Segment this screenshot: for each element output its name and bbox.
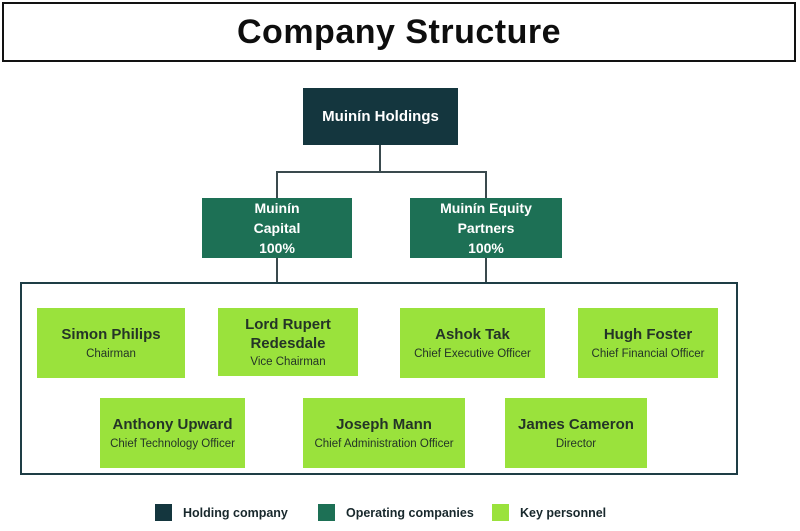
connector-line bbox=[485, 258, 487, 282]
operating-company-box-capital: Muinín Capital 100% bbox=[202, 198, 352, 258]
page-title-box: Company Structure bbox=[2, 2, 796, 62]
personnel-card-joseph-mann: Joseph Mann Chief Administration Officer bbox=[303, 398, 465, 468]
legend-swatch-holding-company bbox=[155, 504, 172, 521]
legend-item-key-personnel: Key personnel bbox=[492, 504, 606, 521]
personnel-card-lord-rupert-redesdale: Lord Rupert Redesdale Vice Chairman bbox=[218, 308, 358, 376]
personnel-card-james-cameron: James Cameron Director bbox=[505, 398, 647, 468]
holding-company-label: Muinín Holdings bbox=[322, 108, 439, 125]
personnel-card-ashok-tak: Ashok Tak Chief Executive Officer bbox=[400, 308, 545, 378]
person-name: Joseph Mann bbox=[336, 416, 432, 434]
person-name: James Cameron bbox=[518, 416, 634, 434]
legend-swatch-operating-companies bbox=[318, 504, 335, 521]
person-title: Chief Administration Officer bbox=[314, 437, 454, 450]
operating-company-box-equity-partners: Muinín Equity Partners 100% bbox=[410, 198, 562, 258]
connector-line bbox=[485, 172, 487, 198]
person-name: Simon Philips bbox=[61, 326, 161, 344]
person-title: Chief Executive Officer bbox=[414, 347, 531, 360]
holding-company-box: Muinín Holdings bbox=[303, 88, 458, 145]
person-title: Vice Chairman bbox=[250, 356, 326, 369]
legend-label: Holding company bbox=[183, 505, 288, 520]
person-title: Chief Technology Officer bbox=[110, 437, 235, 450]
person-title: Chief Financial Officer bbox=[591, 347, 705, 360]
personnel-card-anthony-upward: Anthony Upward Chief Technology Officer bbox=[100, 398, 245, 468]
legend-item-operating-companies: Operating companies bbox=[318, 504, 474, 521]
person-title: Chairman bbox=[86, 347, 136, 360]
connector-line bbox=[276, 258, 278, 282]
operating-company-label: Muinín Capital 100% bbox=[253, 199, 301, 257]
person-name: Ashok Tak bbox=[435, 326, 510, 344]
connector-line bbox=[276, 171, 487, 173]
personnel-card-hugh-foster: Hugh Foster Chief Financial Officer bbox=[578, 308, 718, 378]
personnel-card-simon-philips: Simon Philips Chairman bbox=[37, 308, 185, 378]
legend-label: Key personnel bbox=[520, 505, 607, 520]
legend-label: Operating companies bbox=[346, 505, 474, 520]
person-name: Anthony Upward bbox=[112, 416, 233, 434]
connector-line bbox=[379, 145, 381, 172]
operating-company-label: Muinín Equity Partners 100% bbox=[440, 199, 532, 257]
page-title: Company Structure bbox=[237, 12, 561, 51]
person-name: Lord Rupert Redesdale bbox=[245, 315, 331, 352]
key-personnel-group-box bbox=[20, 282, 738, 475]
legend-swatch-key-personnel bbox=[492, 504, 509, 521]
legend-item-holding-company: Holding company bbox=[155, 504, 288, 521]
connector-line bbox=[276, 172, 278, 198]
person-title: Director bbox=[555, 437, 597, 450]
person-name: Hugh Foster bbox=[603, 326, 693, 344]
